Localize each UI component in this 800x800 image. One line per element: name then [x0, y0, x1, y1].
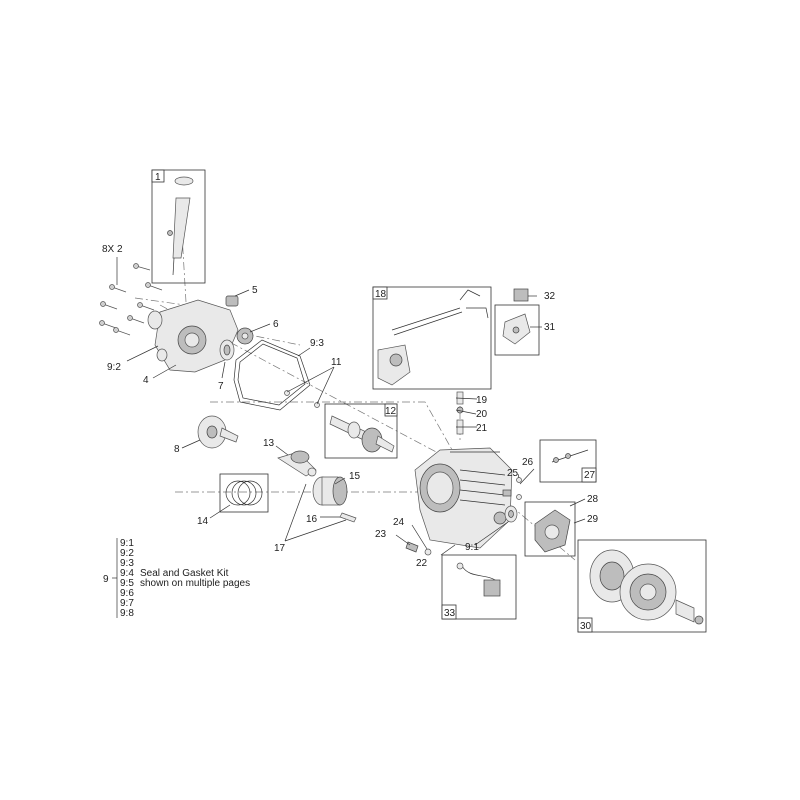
kit-item-4: 9:4 — [120, 568, 134, 579]
cover-bolts — [99, 263, 163, 336]
piston-rings-box — [219, 473, 269, 513]
dipstick-box — [151, 169, 206, 284]
carburetor-box — [372, 286, 492, 390]
callout-25: 25 — [507, 468, 519, 479]
kit-ref: 9 — [103, 574, 109, 585]
flywheel-box — [577, 539, 707, 633]
linkage-box — [494, 304, 540, 356]
callout-28: 28 — [587, 494, 599, 505]
callout-6: 6 — [273, 319, 279, 330]
callout-16: 16 — [306, 514, 318, 525]
kit-item-5: 9:5 — [120, 578, 134, 589]
callout-33: 33 — [444, 608, 456, 619]
drain-plug — [405, 541, 432, 556]
callout-17: 17 — [274, 543, 286, 554]
governor-linkage — [494, 288, 540, 356]
callout-27: 27 — [584, 470, 596, 481]
callout-7: 7 — [218, 381, 224, 392]
callout-14: 14 — [197, 516, 209, 527]
callout-13: 13 — [263, 438, 275, 449]
carburetor-assembly — [372, 286, 492, 390]
kit-subtitle: shown on multiple pages — [140, 578, 250, 589]
kit-item-6: 9:6 — [120, 588, 134, 599]
callout-30: 30 — [580, 621, 592, 632]
callout-23: 23 — [375, 529, 387, 540]
kit-item-8: 9:8 — [120, 608, 134, 619]
callout-labels: 1 8X 2 5 6 9:3 11 9:2 4 7 12 8 13 15 14 … — [102, 172, 599, 632]
callout-9-3: 9:3 — [310, 338, 324, 349]
flywheel-assembly — [577, 539, 707, 633]
leader-lines — [116, 257, 586, 556]
callout-1: 1 — [155, 172, 161, 183]
cylinder-block — [414, 447, 513, 549]
callout-8x2: 8X 2 — [102, 244, 123, 255]
piston-rings — [219, 473, 269, 513]
callout-15: 15 — [349, 471, 361, 482]
callout-5: 5 — [252, 285, 258, 296]
hardware-25-26 — [502, 477, 522, 500]
wiring-box — [441, 554, 517, 620]
kit-item-3: 9:3 — [120, 558, 134, 569]
ignition-box — [524, 501, 576, 557]
dowel-pins — [284, 390, 320, 408]
piston — [312, 476, 357, 523]
camshaft — [197, 415, 239, 449]
callout-20: 20 — [476, 409, 488, 420]
wiring-harness — [441, 554, 517, 620]
seal-9-1 — [504, 505, 518, 523]
kit-item-7: 9:7 — [120, 598, 134, 609]
callout-4: 4 — [143, 375, 149, 386]
callout-31: 31 — [544, 322, 556, 333]
governor-gear-parts — [219, 295, 254, 361]
crankcase-cover — [147, 299, 239, 373]
callout-32: 32 — [544, 291, 556, 302]
callout-29: 29 — [587, 514, 599, 525]
connecting-rod — [277, 450, 317, 477]
callout-12: 12 — [385, 406, 397, 417]
dipstick-sensor-27 — [539, 439, 597, 483]
callout-18: 18 — [375, 289, 387, 300]
callout-22: 22 — [416, 558, 428, 569]
cover-gasket — [233, 339, 311, 411]
callout-8: 8 — [174, 444, 180, 455]
kit-item-2: 9:2 — [120, 548, 134, 559]
part-27-box — [539, 439, 597, 483]
callout-11: 11 — [331, 357, 342, 368]
callout-9-1: 9:1 — [465, 542, 479, 553]
dipstick-assembly — [151, 169, 206, 284]
callout-26: 26 — [522, 457, 534, 468]
kit-item-1: 9:1 — [120, 538, 134, 549]
callout-24: 24 — [393, 517, 405, 528]
crankshaft-box — [324, 403, 398, 459]
crankshaft-assembly — [324, 403, 398, 459]
kit-legend: 9 9:1 9:2 9:3 9:4 9:5 9:6 9:7 9:8 Seal a… — [103, 538, 250, 619]
callout-21: 21 — [476, 423, 488, 434]
callout-19: 19 — [476, 395, 488, 406]
ignition-coil — [524, 501, 576, 557]
kit-title: Seal and Gasket Kit — [140, 568, 229, 579]
callout-9-2: 9:2 — [107, 362, 121, 373]
